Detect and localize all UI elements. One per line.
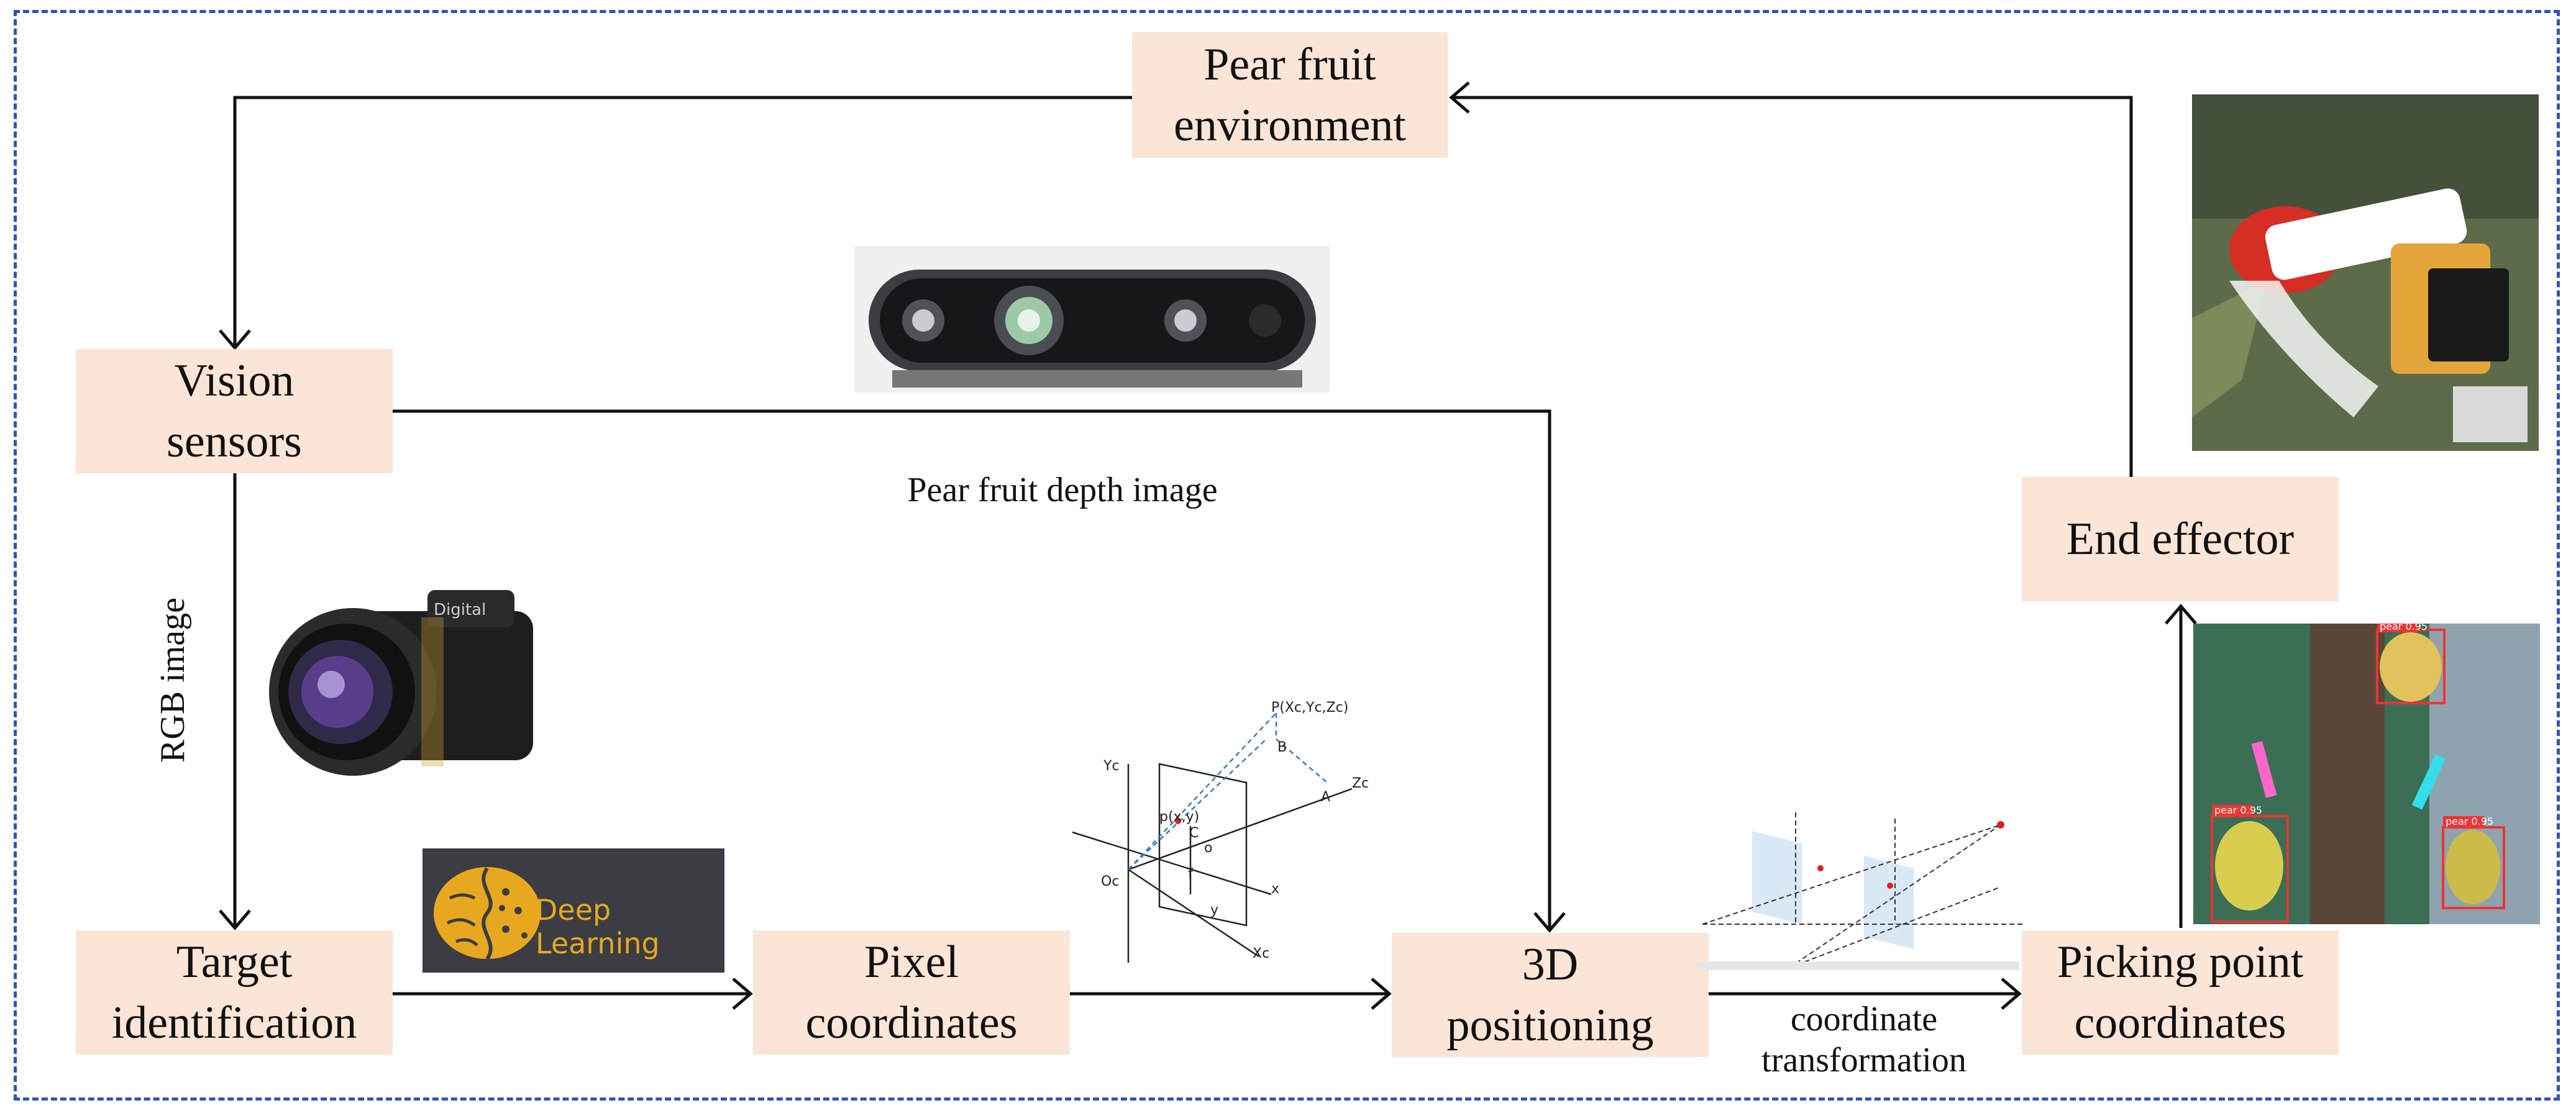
label-rgb-image: RGB image — [153, 597, 192, 763]
svg-text:Yc: Yc — [1103, 758, 1120, 774]
dashed-frame — [14, 10, 2560, 1101]
edge-effector-to-env — [1451, 96, 2133, 477]
arrowhead — [1533, 912, 1566, 933]
edge-env-to-vision — [233, 96, 1132, 348]
svg-text:Oc: Oc — [1101, 874, 1119, 889]
arrowhead — [2165, 604, 2197, 625]
pinhole-model-image: P(Xc,Yc,Zc) B A Zc p(x,y) C o f y x Xc Y… — [1072, 700, 1369, 963]
svg-text:p(x,y): p(x,y) — [1159, 809, 1199, 825]
coordinate-transform-image — [1696, 812, 2026, 970]
arrowhead — [219, 909, 251, 930]
detection-tag-1: pear 0.95 — [2380, 624, 2428, 632]
node-pixel-coordinates: Pixel coordinates — [753, 930, 1070, 1055]
svg-text:y: y — [1210, 902, 1218, 918]
svg-text:C: C — [1189, 825, 1199, 841]
detection-tag-3: pear 0.95 — [2446, 815, 2493, 827]
node-3d-positioning: 3D positioning — [1392, 933, 1709, 1057]
depth-camera-image — [855, 246, 1330, 393]
svg-text:P(Xc,Yc,Zc): P(Xc,Yc,Zc) — [1271, 700, 1348, 716]
arrowhead — [2001, 978, 2022, 1010]
label-depth-image: Pear fruit depth image — [907, 471, 1218, 509]
edge-vision-to-positioning — [390, 409, 1551, 930]
arrowhead — [732, 978, 753, 1010]
deep-learning-image: Deep Learning — [422, 848, 724, 973]
svg-text:Zc: Zc — [1352, 776, 1369, 791]
camera-image: Digital — [269, 590, 533, 776]
deep-learning-text: Deep Learning — [536, 893, 660, 960]
detection-tag-2: pear 0.95 — [2214, 804, 2262, 816]
node-pear-environment: Pear fruit environment — [1132, 32, 1448, 158]
svg-text:o: o — [1204, 840, 1212, 856]
svg-text:B: B — [1277, 740, 1287, 755]
node-end-effector: End effector — [2022, 477, 2339, 601]
svg-text:x: x — [1271, 881, 1279, 897]
camera-brand-text: Digital — [434, 601, 486, 619]
end-effector-image — [2192, 94, 2539, 451]
node-vision-sensors: Vision sensors — [76, 349, 393, 473]
svg-text:Xc: Xc — [1253, 946, 1269, 961]
brain-icon — [434, 867, 541, 960]
svg-text:A: A — [1321, 789, 1330, 805]
arrowhead — [1449, 81, 1470, 114]
node-picking-point-coordinates: Picking point coordinates — [2022, 930, 2339, 1055]
pear-detection-image: pear 0.95 pear 0.95 pear 0.95 — [2193, 624, 2540, 924]
node-target-identification: Target identification — [76, 930, 393, 1055]
label-coordinate-transformation: coordinate transformation — [1761, 1000, 1966, 1079]
svg-text:f: f — [1188, 866, 1194, 882]
arrowhead — [219, 329, 251, 350]
arrowhead — [1371, 978, 1392, 1010]
